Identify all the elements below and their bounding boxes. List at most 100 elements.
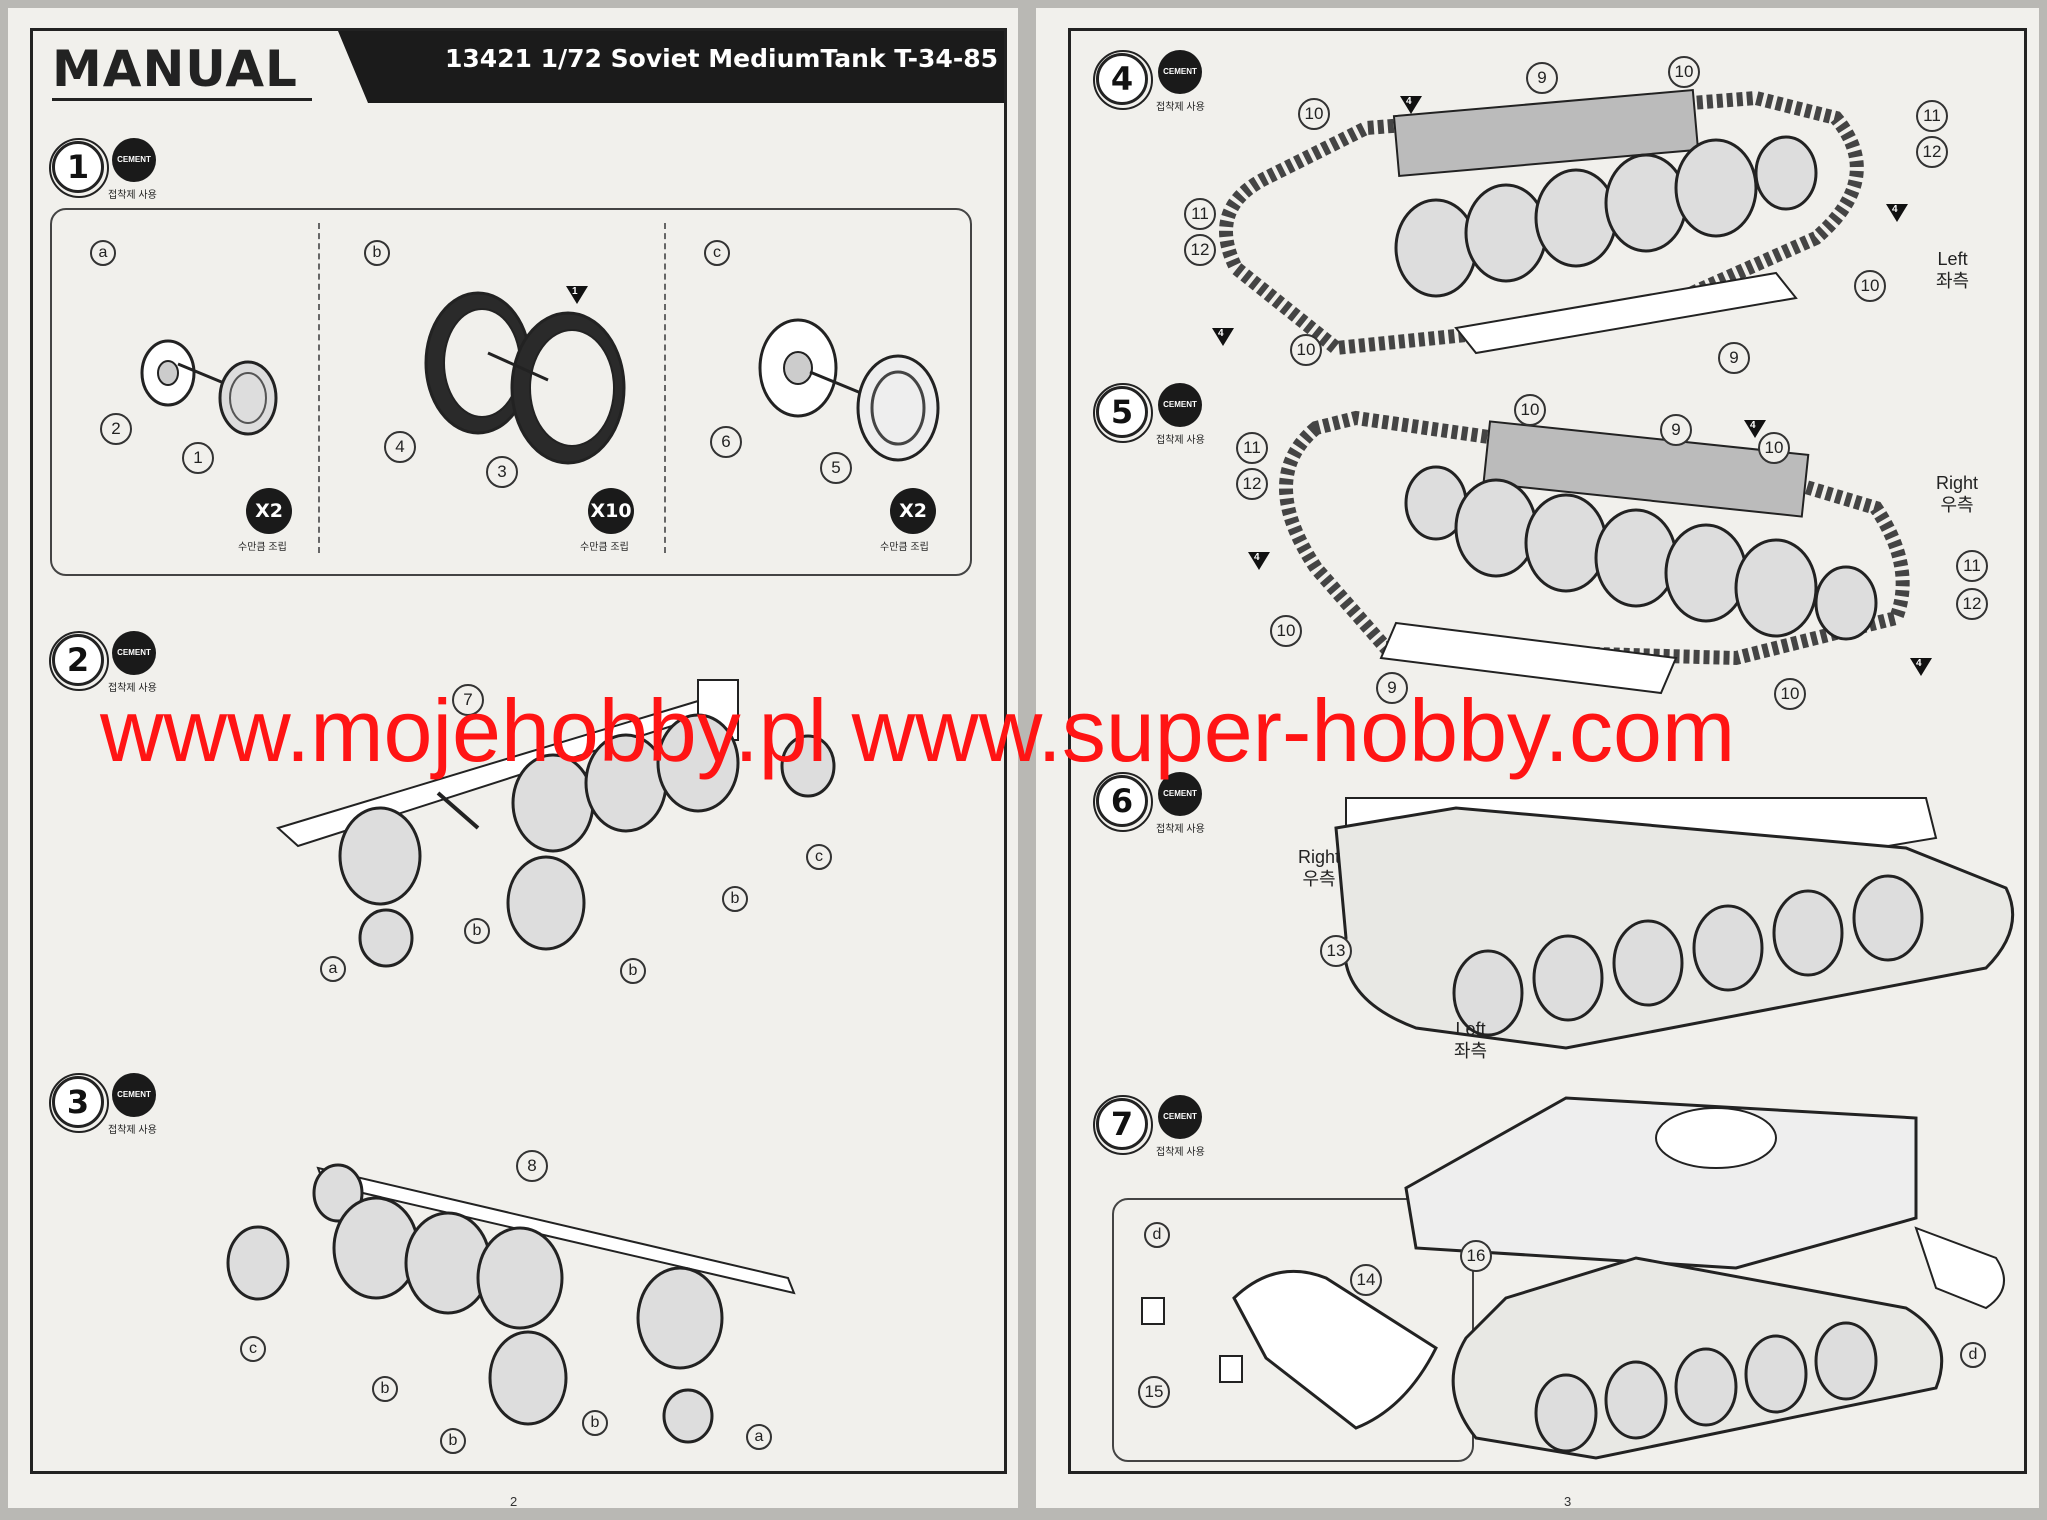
- step-6-hull-art: [1334, 797, 2015, 1050]
- side-label-en: Left: [1937, 249, 1968, 269]
- cement-note: 접착제 사용: [108, 1125, 157, 1136]
- part-callout: 9: [1660, 414, 1692, 446]
- marker-label: 4: [1916, 658, 1922, 669]
- part-callout: 12: [1236, 468, 1268, 500]
- cement-icon: CEMENT: [112, 1073, 156, 1117]
- cement-note: 접착제 사용: [108, 683, 157, 694]
- side-label-en: Left: [1455, 1019, 1486, 1039]
- marker-label: 4: [1218, 328, 1224, 339]
- cement-icon: CEMENT: [112, 138, 156, 182]
- quantity-note: 수만큼 조립: [238, 542, 287, 553]
- cement-note: 접착제 사용: [1156, 102, 1205, 113]
- subassembly-label: b: [620, 958, 646, 984]
- part-callout: 3: [486, 456, 518, 488]
- watermark-text: www.mojehobby.pl www.super-hobby.com: [100, 681, 1736, 780]
- part-callout: 11: [1956, 550, 1988, 582]
- side-label-en: Right: [1298, 847, 1341, 867]
- cement-icon: CEMENT: [1158, 383, 1202, 427]
- side-label-ko: 우측: [1302, 869, 1336, 889]
- step-5-number: 5: [1093, 383, 1153, 443]
- part-callout: 2: [100, 413, 132, 445]
- part-callout: 1: [182, 442, 214, 474]
- divider: [664, 223, 666, 553]
- cement-icon: CEMENT: [112, 631, 156, 675]
- cement-note: 접착제 사용: [1156, 1147, 1205, 1158]
- subassembly-label: b: [464, 918, 490, 944]
- cement-marker-icon: 4: [1744, 420, 1766, 438]
- step-2-suspension-art: [276, 679, 836, 968]
- cement-marker-icon: 4: [1212, 328, 1234, 346]
- subassembly-label: a: [320, 956, 346, 982]
- part-callout: 13: [1320, 935, 1352, 967]
- subassembly-d-label: d: [1960, 1342, 1986, 1368]
- cement-note: 접착제 사용: [1156, 824, 1205, 835]
- step-4-number: 4: [1093, 50, 1153, 110]
- side-label-ko: 좌측: [1936, 271, 1970, 291]
- step-1-subpanel: [50, 208, 972, 576]
- quantity-note: 수만큼 조립: [880, 542, 929, 553]
- cement-icon: CEMENT: [1158, 772, 1202, 816]
- subassembly-label: c: [806, 844, 832, 870]
- step-4-track-art: [1219, 88, 1864, 356]
- cement-marker-icon: 4: [1400, 96, 1422, 114]
- cement-marker-icon: 4: [1910, 658, 1932, 676]
- part-callout: 15: [1138, 1376, 1170, 1408]
- cement-note: 접착제 사용: [1156, 435, 1205, 446]
- kit-title: 13421 1/72 Soviet MediumTank T-34-85: [444, 44, 998, 73]
- side-label-ko: 좌측: [1454, 1041, 1488, 1061]
- step-3-suspension-art: [226, 1163, 796, 1444]
- subassembly-label: b: [722, 886, 748, 912]
- header-banner: [33, 31, 1004, 103]
- part-callout: 10: [1514, 394, 1546, 426]
- subassembly-label: c: [240, 1336, 266, 1362]
- quantity-badge: X10: [588, 488, 634, 534]
- left-page-frame: [30, 28, 1007, 1474]
- part-callout: 9: [1376, 672, 1408, 704]
- step-7-hull-art: [1141, 1096, 2005, 1460]
- part-callout: 10: [1290, 334, 1322, 366]
- part-callout: 12: [1956, 588, 1988, 620]
- divider: [318, 223, 320, 553]
- cement-icon: CEMENT: [1158, 50, 1202, 94]
- part-callout: 12: [1184, 234, 1216, 266]
- step-1-wheels-art: [140, 291, 940, 465]
- manual-underline: [52, 98, 312, 101]
- part-callout: 6: [710, 426, 742, 458]
- part-callout: 10: [1298, 98, 1330, 130]
- cement-marker-icon: 4: [1886, 204, 1908, 222]
- part-callout: 14: [1350, 1264, 1382, 1296]
- part-callout: 10: [1774, 678, 1806, 710]
- quantity-badge: X2: [246, 488, 292, 534]
- marker-label: 4: [1750, 420, 1756, 431]
- left-page: MANUAL 13421 1/72 Soviet MediumTank T-34…: [8, 8, 1018, 1509]
- marker-label: 4: [1406, 96, 1412, 107]
- part-callout: 11: [1236, 432, 1268, 464]
- part-callout: 10: [1668, 56, 1700, 88]
- step-7-number: 7: [1093, 1095, 1153, 1155]
- marker-label: 1: [572, 286, 578, 297]
- quantity-badge: X2: [890, 488, 936, 534]
- side-label-en: Right: [1936, 473, 1979, 493]
- part-callout: 9: [1526, 62, 1558, 94]
- part-callout: 16: [1460, 1240, 1492, 1272]
- part-callout: 9: [1718, 342, 1750, 374]
- right-page-frame: [1068, 28, 2027, 1474]
- part-callout: 8: [516, 1150, 548, 1182]
- part-callout: 4: [384, 431, 416, 463]
- cement-marker-icon: 1: [566, 286, 588, 304]
- right-page: 4 CEMENT 접착제 사용 9 10 10 11 12 11 12 10 1…: [1036, 8, 2039, 1509]
- marker-label: 4: [1892, 204, 1898, 215]
- subassembly-label: b: [440, 1428, 466, 1454]
- quantity-note: 수만큼 조립: [580, 542, 629, 553]
- marker-label: 4: [1254, 552, 1260, 563]
- part-callout: 10: [1854, 270, 1886, 302]
- part-callout: 7: [452, 684, 484, 716]
- step-1-number: 1: [49, 138, 109, 198]
- step-2-number: 2: [49, 631, 109, 691]
- subassembly-a-label: a: [90, 240, 116, 266]
- subassembly-d-label: d: [1144, 1222, 1170, 1248]
- part-callout: 12: [1916, 136, 1948, 168]
